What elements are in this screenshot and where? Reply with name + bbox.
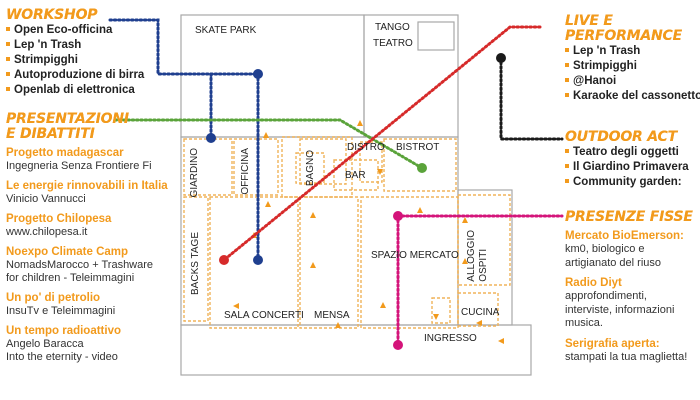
- presenze-detail: approfondimenti,: [565, 290, 647, 302]
- outdoor-item: Il Giardino Primavera: [565, 160, 700, 175]
- workshop-item: Openlab di elettronica: [6, 83, 181, 98]
- room-alloggio-label-2: OSPITI: [478, 248, 489, 282]
- room-sala-concerti: SALA CONCERTI: [224, 310, 304, 321]
- presentazioni-detail: Angelo Baracca: [6, 338, 84, 350]
- room-tango-label-1: TANGO: [375, 22, 410, 33]
- presentazioni-detail: Ingegneria Senza Frontiere Fi: [6, 160, 152, 172]
- room-tango-label-2: TEATRO: [373, 38, 413, 49]
- live-item: Lep 'n Trash: [565, 44, 700, 59]
- presenze-dot-spazio-mercato[interactable]: [393, 211, 403, 221]
- workshop-item: Open Eco-officina: [6, 23, 181, 38]
- room-distro: DISTRO: [347, 142, 385, 153]
- presenze-heading: PRESENZE FISSE: [565, 209, 693, 225]
- presentazioni-dot-bistrot[interactable]: [417, 163, 427, 173]
- live-connector: [222, 25, 542, 262]
- presentazioni-title: Progetto madagascar: [6, 147, 124, 159]
- presentazioni-title: Un po' di petrolio: [6, 292, 101, 304]
- live-dot-backstage[interactable]: [219, 255, 229, 265]
- live-heading-1: LIVE E: [565, 13, 613, 29]
- workshop-item: Strimpigghi: [6, 53, 181, 68]
- presentazioni-connector: [113, 118, 424, 170]
- room-spazio-mercato: SPAZIO MERCATO: [371, 250, 459, 261]
- presenze-title: Radio Diyt: [565, 277, 622, 289]
- presentazioni-detail: Into the eternity - video: [6, 351, 118, 363]
- presenze-section: PRESENZE FISSE Mercato BioEmerson:km0, b…: [565, 210, 700, 364]
- outdoor-heading: OUTDOOR ACT: [565, 129, 677, 145]
- workshop-dot-skatepark[interactable]: [253, 69, 263, 79]
- presenze-detail: km0, biologico e: [565, 243, 645, 255]
- presentazioni-heading-1: PRESENTAZIONI: [6, 111, 129, 127]
- workshop-heading: WORKSHOP: [6, 7, 98, 23]
- presentazioni-detail: InsuTv e Teleimmagini: [6, 305, 116, 317]
- workshop-dot-sala-concerti[interactable]: [253, 255, 263, 265]
- presenze-detail: artigianato del riuso: [565, 256, 662, 269]
- live-item: Karaoke del cassonetto: [565, 89, 700, 104]
- outdoor-item: Teatro degli oggetti: [565, 145, 700, 160]
- outdoor-dot[interactable]: [496, 53, 506, 63]
- room-skate-park: SKATE PARK: [195, 25, 257, 36]
- inner-partitions: [183, 136, 511, 329]
- live-item: Strimpigghi: [565, 59, 700, 74]
- presentazioni-detail: for children - Teleimmagini: [6, 272, 135, 284]
- presentazioni-detail: NomadsMarocco + Trashware: [6, 259, 154, 271]
- room-cucina: CUCINA: [461, 307, 500, 318]
- presentazioni-title: Un tempo radioattivo: [6, 325, 122, 337]
- outdoor-connector: [499, 56, 564, 141]
- live-item: @Hanoi: [565, 74, 700, 89]
- presentazioni-heading-2: E DIBATTITI: [6, 126, 95, 142]
- presenze-detail: stampati la tua maglietta!: [565, 350, 688, 363]
- room-alloggio-ospiti: ALLOGGIO OSPITI: [466, 230, 490, 282]
- presentazioni-title: Le energie rinnovabili in Italia: [6, 180, 168, 192]
- presentazioni-title: Noexpo Climate Camp: [6, 246, 129, 258]
- room-backstage: BACKS TAGE: [190, 232, 201, 295]
- presenze-dot-ingresso[interactable]: [393, 340, 403, 350]
- outdoor-item: Community garden:: [565, 175, 700, 190]
- presenze-detail: interviste, informazioni: [565, 303, 675, 316]
- room-bagno: BAGNO: [305, 150, 316, 187]
- room-mensa: MENSA: [314, 310, 350, 321]
- presenze-title: Mercato BioEmerson:: [565, 230, 684, 242]
- presenze-title: Serigrafia aperta:: [565, 337, 660, 350]
- room-officina: OFFICINA: [240, 148, 251, 195]
- presenze-detail: musica.: [565, 317, 603, 329]
- workshop-item: Autoproduzione di birra: [6, 68, 181, 83]
- workshop-item: Lep 'n Trash: [6, 38, 181, 53]
- room-ingresso: INGRESSO: [424, 333, 477, 344]
- room-giardino: GIARDINO: [189, 148, 200, 198]
- live-heading-2: PERFORMANCE: [565, 28, 682, 44]
- presentazioni-detail: www.chilopesa.it: [6, 226, 88, 238]
- room-alloggio-label-1: ALLOGGIO: [466, 230, 477, 282]
- workshop-dot-giardino[interactable]: [206, 133, 216, 143]
- presenze-connector: [396, 214, 564, 347]
- presentazioni-title: Progetto Chilopesa: [6, 213, 112, 225]
- presentazioni-detail: Vinicio Vannucci: [6, 193, 86, 205]
- presentazioni-section: PRESENTAZIONI E DIBATTITI Progetto madag…: [6, 112, 181, 364]
- room-bar: BAR: [345, 170, 366, 181]
- room-bistrot: BISTROT: [396, 142, 440, 153]
